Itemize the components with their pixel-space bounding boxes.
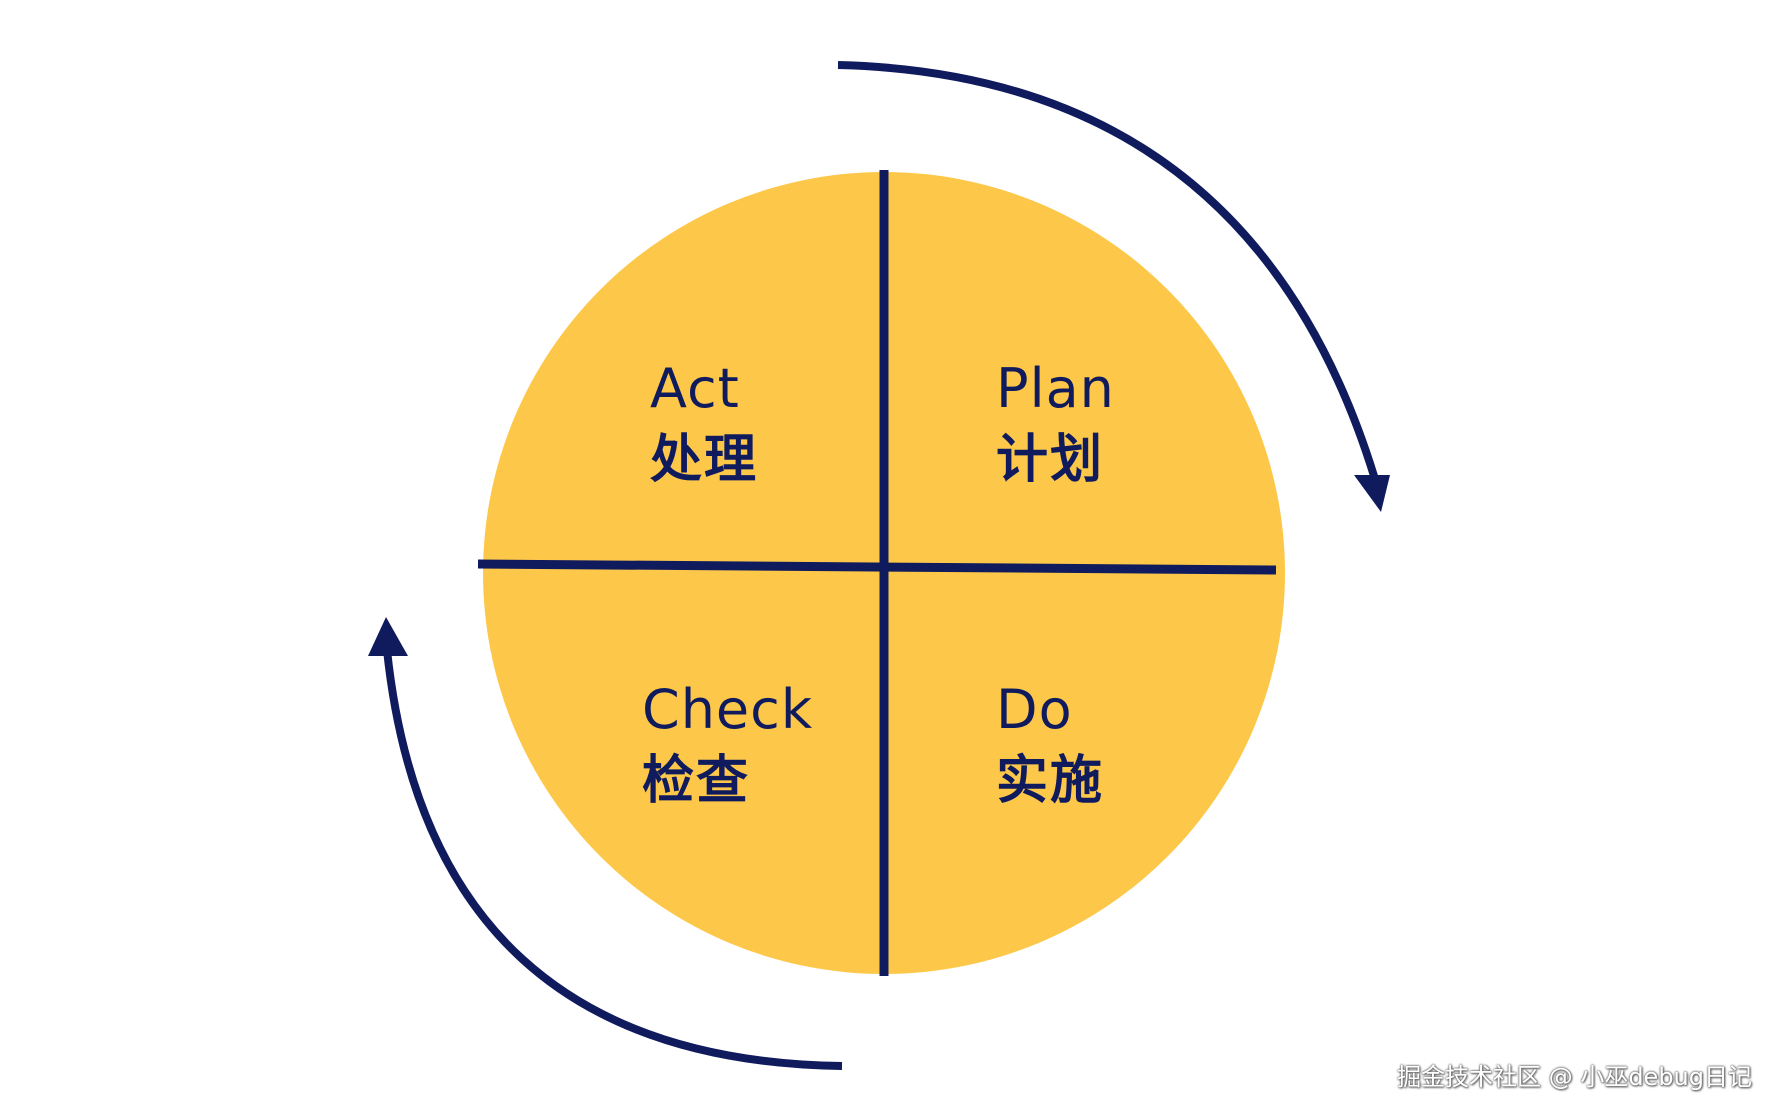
quadrant-plan: Plan 计划 [996,357,1115,490]
top-right-arrow-arc [837,61,1378,478]
quadrant-act-zh: 处理 [650,430,759,490]
bottom-left-arrow-arc [383,649,843,1070]
quadrant-do-en: Do [996,678,1073,741]
quadrant-check: Check 检查 [642,678,814,811]
quadrant-check-en: Check [642,678,814,741]
bottom-left-arrowhead [368,617,408,656]
top-right-arrowhead [1354,475,1390,512]
quadrant-plan-zh: 计划 [996,430,1105,490]
quadrant-check-zh: 检查 [642,751,751,811]
quadrant-do-zh: 实施 [996,751,1105,811]
horizontal-divider [477,559,1277,575]
quadrant-do: Do 实施 [996,678,1105,811]
quadrant-plan-en: Plan [996,357,1115,420]
quadrant-act-en: Act [650,357,740,420]
quadrant-act: Act 处理 [650,357,759,490]
watermark: 掘金技术社区 @ 小巫debug日记 [1397,1063,1752,1091]
